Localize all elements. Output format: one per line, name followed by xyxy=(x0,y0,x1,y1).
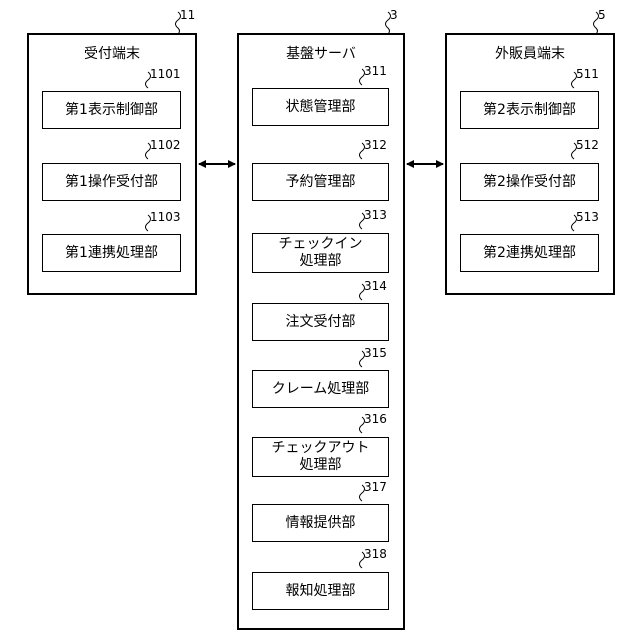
reservation-management-unit-ref: 312 xyxy=(364,138,387,152)
base-server-title: 基盤サーバ xyxy=(239,43,403,63)
operation-accept-unit-1-ref: 1102 xyxy=(150,138,181,152)
reception-terminal-ref: 11 xyxy=(180,8,195,22)
display-control-unit-1-ref: 1101 xyxy=(150,67,181,81)
operation-accept-unit-1: 第1操作受付部 xyxy=(42,163,181,201)
status-management-unit-ref: 311 xyxy=(364,64,387,78)
base-server-ref: 3 xyxy=(390,8,398,22)
sales-terminal-title: 外販員端末 xyxy=(447,43,613,63)
notification-processing-unit: 報知処理部 xyxy=(252,572,389,610)
complaint-processing-unit-ref: 315 xyxy=(364,346,387,360)
reservation-management-unit: 予約管理部 xyxy=(252,163,389,201)
cooperation-unit-2-ref: 513 xyxy=(576,210,599,224)
checkin-processing-unit: チェックイン 処理部 xyxy=(252,233,389,273)
reception-terminal-title: 受付端末 xyxy=(29,43,195,63)
cooperation-unit-2: 第2連携処理部 xyxy=(460,234,599,272)
display-control-unit-2: 第2表示制御部 xyxy=(460,91,599,129)
cooperation-unit-1-ref: 1103 xyxy=(150,210,181,224)
display-control-unit-2-ref: 511 xyxy=(576,67,599,81)
complaint-processing-unit: クレーム処理部 xyxy=(252,370,389,408)
checkout-processing-unit: チェックアウト 処理部 xyxy=(252,437,389,477)
checkout-processing-unit-ref: 316 xyxy=(364,412,387,426)
status-management-unit: 状態管理部 xyxy=(252,88,389,126)
information-provision-unit-ref: 317 xyxy=(364,480,387,494)
notification-processing-unit-ref: 318 xyxy=(364,547,387,561)
operation-accept-unit-2-ref: 512 xyxy=(576,138,599,152)
display-control-unit-1: 第1表示制御部 xyxy=(42,91,181,129)
checkin-processing-unit-ref: 313 xyxy=(364,208,387,222)
operation-accept-unit-2: 第2操作受付部 xyxy=(460,163,599,201)
order-accept-unit: 注文受付部 xyxy=(252,303,389,341)
information-provision-unit: 情報提供部 xyxy=(252,504,389,542)
order-accept-unit-ref: 314 xyxy=(364,279,387,293)
cooperation-unit-1: 第1連携処理部 xyxy=(42,234,181,272)
sales-terminal-ref: 5 xyxy=(598,8,606,22)
